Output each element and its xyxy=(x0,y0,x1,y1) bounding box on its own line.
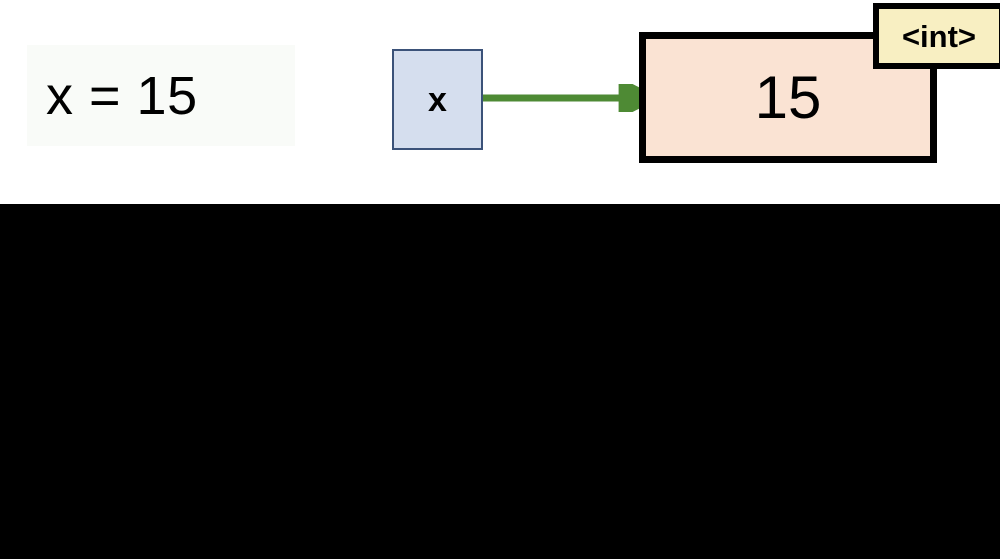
type-tag: <int> xyxy=(873,3,1000,69)
code-statement: x = 15 xyxy=(46,65,198,126)
variable-box[interactable]: x xyxy=(392,49,483,150)
code-panel: x = 15 xyxy=(27,45,295,146)
value-label: 15 xyxy=(754,63,822,131)
type-tag-label: <int> xyxy=(901,18,977,54)
empty-black-area xyxy=(0,204,1000,559)
variable-name-label: x xyxy=(428,80,447,119)
reference-arrow-icon xyxy=(483,84,643,112)
diagram-stage: x = 15 x 15 <int> xyxy=(0,0,1000,204)
